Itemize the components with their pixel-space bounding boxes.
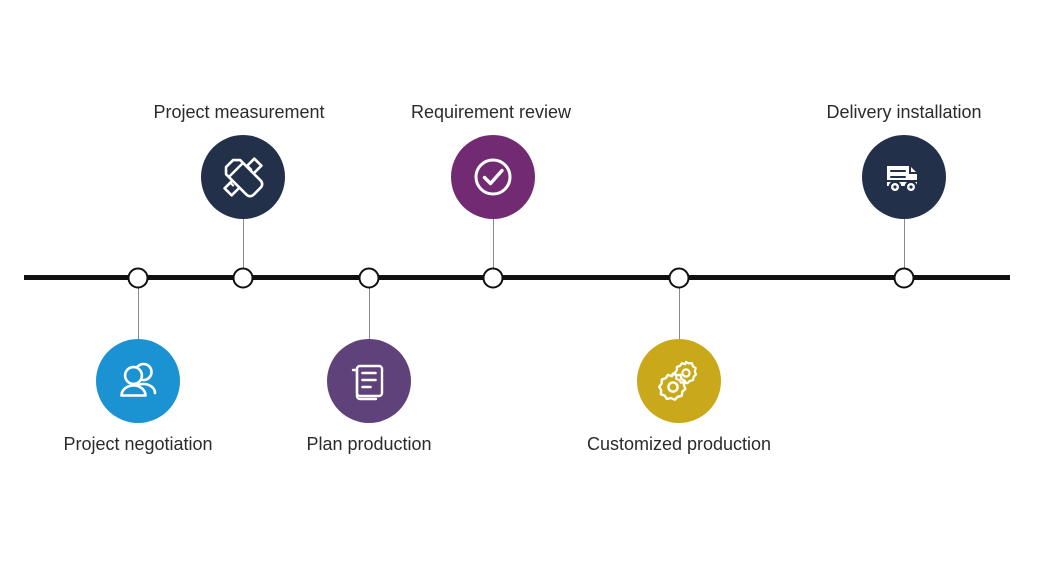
truck-icon (880, 153, 928, 201)
step-label-plan-production: Plan production (306, 434, 432, 454)
stem-plan-production (369, 280, 370, 339)
step-label-project-negotiation: Project negotiation (63, 434, 213, 454)
timeline-marker-delivery-installation[interactable] (893, 267, 915, 289)
stem-customized-production (679, 280, 680, 339)
check-circle-icon (469, 153, 517, 201)
users-icon (115, 358, 161, 404)
stem-delivery-installation (904, 219, 905, 277)
gears-icon (655, 357, 703, 405)
timeline-marker-customized-production[interactable] (668, 267, 690, 289)
icon-bubble-delivery-installation[interactable] (862, 135, 946, 219)
stem-project-negotiation (138, 280, 139, 339)
icon-bubble-project-negotiation[interactable] (96, 339, 180, 423)
step-label-project-measurement: Project measurement (153, 102, 325, 122)
icon-bubble-customized-production[interactable] (637, 339, 721, 423)
timeline-marker-requirement-review[interactable] (482, 267, 504, 289)
timeline-marker-plan-production[interactable] (358, 267, 380, 289)
stem-project-measurement (243, 219, 244, 277)
timeline-marker-project-measurement[interactable] (232, 267, 254, 289)
icon-bubble-requirement-review[interactable] (451, 135, 535, 219)
step-label-requirement-review: Requirement review (410, 102, 572, 122)
timeline-marker-project-negotiation[interactable] (127, 267, 149, 289)
timeline-axis (24, 275, 1010, 280)
icon-bubble-project-measurement[interactable] (201, 135, 285, 219)
documents-icon (346, 358, 392, 404)
step-label-delivery-installation: Delivery installation (826, 102, 982, 122)
stem-requirement-review (493, 219, 494, 277)
pencil-ruler-icon (219, 153, 267, 201)
icon-bubble-plan-production[interactable] (327, 339, 411, 423)
step-label-customized-production: Customized production (586, 434, 772, 454)
